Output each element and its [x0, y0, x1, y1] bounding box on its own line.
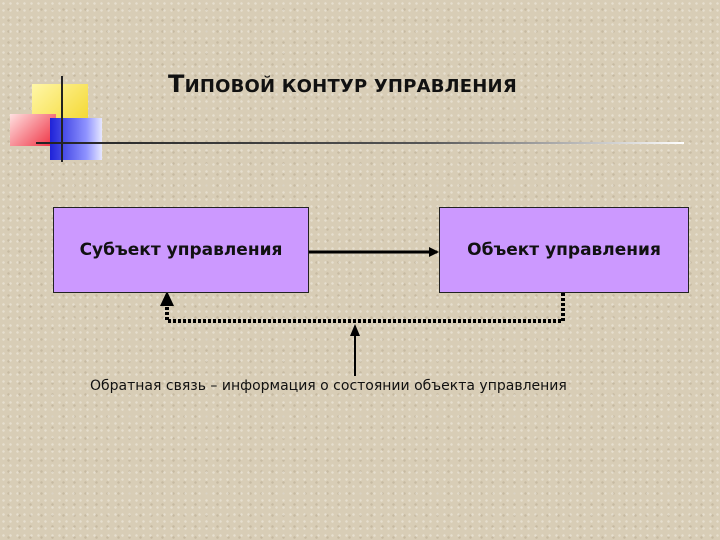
node-subject-label: Субъект управления [79, 240, 283, 260]
decor-vertical-line [61, 76, 63, 162]
title-underline [36, 142, 684, 144]
feedback-loop-line [165, 293, 565, 323]
node-subject: Субъект управления [53, 207, 309, 293]
caption-pointer-arrowhead [350, 324, 360, 336]
node-object: Объект управления [439, 207, 689, 293]
node-object-label: Объект управления [467, 240, 661, 260]
page-title: ТИПОВОЙ КОНТУР УПРАВЛЕНИЯ [168, 70, 517, 98]
feedback-caption: Обратная связь – информация о состоянии … [90, 378, 567, 394]
feedback-arrowhead [160, 291, 174, 306]
decor-red-square [10, 114, 56, 146]
decor-blue-square [50, 118, 102, 160]
